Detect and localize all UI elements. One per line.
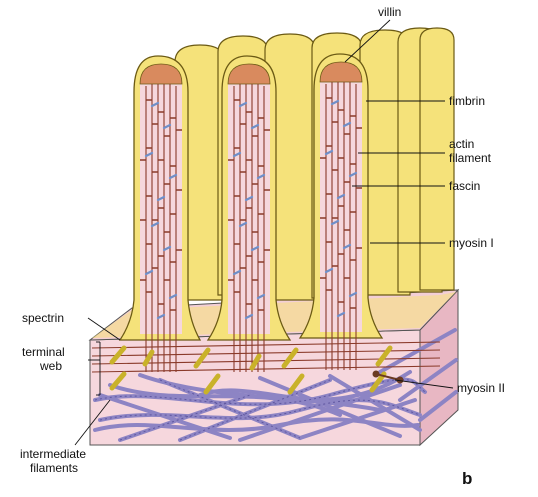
panel-letter: b [462,469,472,488]
label-actin-filament-line1: actin [449,137,474,151]
label-fimbrin: fimbrin [449,94,485,108]
label-terminal-web-line2: web [39,359,62,373]
label-actin-filament-line2: filament [449,151,492,165]
label-myosin-i: myosin I [449,236,494,250]
label-terminal-web-line1: terminal [22,345,65,359]
label-fascin: fascin [449,179,480,193]
label-villin: villin [378,5,401,19]
label-intermediate-filaments-line1: intermediate [20,447,86,461]
label-myosin-ii: myosin II [457,381,505,395]
label-intermediate-filaments-line2: filaments [30,461,78,475]
label-spectrin: spectrin [22,311,64,325]
